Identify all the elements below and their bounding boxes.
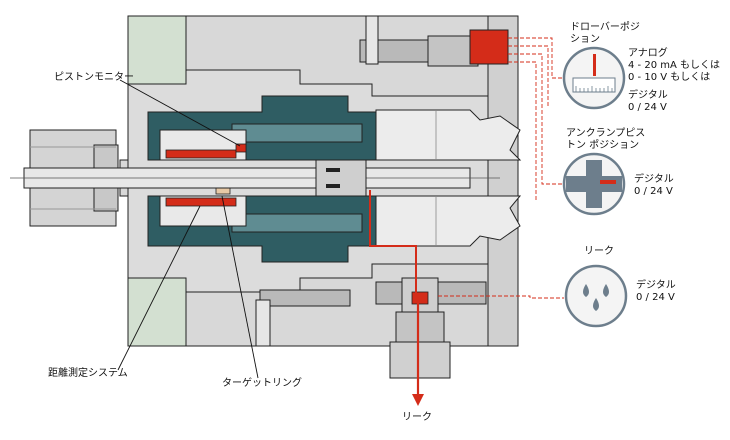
leak-line-1: デジタル [636,280,676,291]
unclamp-line-2: 0 / 24 V [634,186,673,197]
drawbar-line-3: 0 - 10 V もしくは [628,72,711,83]
leak-bottom-label: リーク [402,412,432,423]
drawbar-line-2: 4 - 20 mA もしくは [628,60,720,71]
unclamp-position-title: アンクランプピス トン ポジション [566,128,646,151]
leak-drops-icon [564,264,628,328]
drawbar-line-5: 0 / 24 V [628,102,667,113]
leak-sensor-title: リーク [584,246,614,257]
leader-lines [117,79,259,379]
signal-lines [438,37,564,299]
drawbar-position-gauge-icon [562,46,626,110]
unclamp-line-1: デジタル [634,174,674,185]
drawbar-line-4: デジタル [628,90,668,101]
piston-monitor-label: ピストンモニター [54,72,134,83]
leak-fitting [389,277,451,379]
unclamp-piston-icon [562,152,626,216]
drawbar-line-1: アナログ [628,48,668,59]
leak-path [369,190,424,406]
drawbar-position-title: ドローバーポジ ション [570,22,640,45]
distance-system-label: 距離測定システム [48,368,128,379]
spindle-nose [375,109,522,247]
drawbar-position-connector [469,29,509,65]
target-ring-label: ターゲットリング [222,378,302,389]
distance-sensor [165,143,247,207]
clamping-sleeve [147,95,377,263]
drawbar [10,159,500,197]
leak-line-2: 0 / 24 V [636,292,675,303]
